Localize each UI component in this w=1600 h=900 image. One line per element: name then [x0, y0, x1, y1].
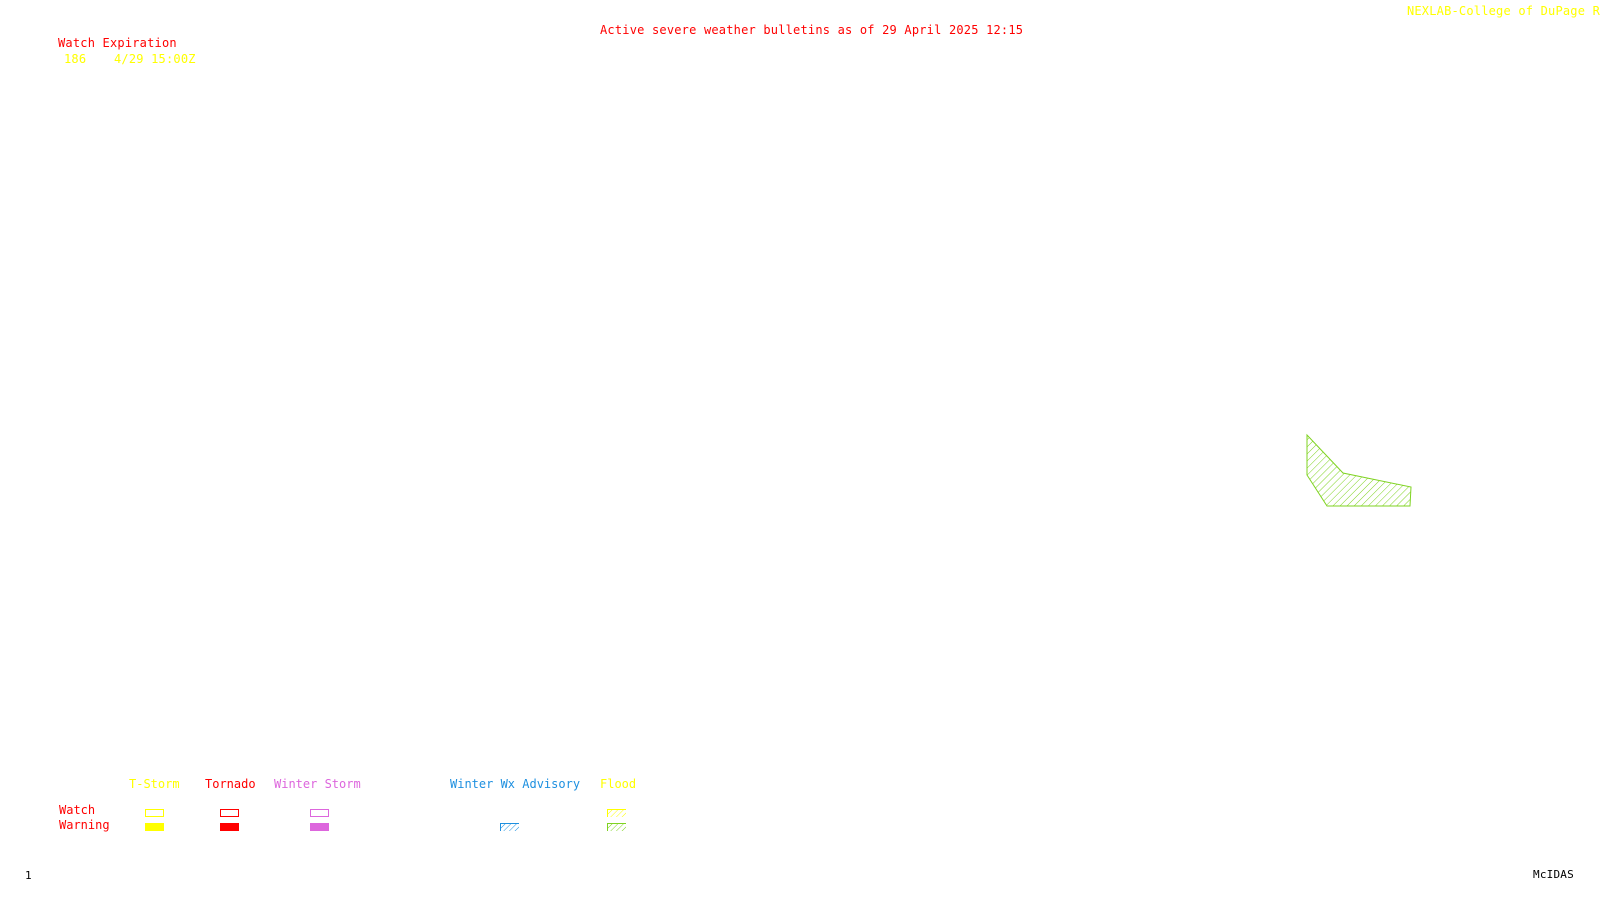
winter-storm-watch-swatch	[310, 809, 329, 817]
bulletin-title: Active severe weather bulletins as of 29…	[600, 23, 1024, 37]
winter-wx-advisory-swatch	[500, 823, 519, 831]
flood-warning-swatch	[607, 823, 626, 831]
legend-tornado-label: Tornado	[205, 777, 256, 791]
winter-storm-warning-swatch	[310, 823, 329, 831]
legend-winter-storm-label: Winter Storm	[274, 777, 361, 791]
legend-tstorm-label: T-Storm	[129, 777, 180, 791]
legend-winter-wx-advisory-label: Winter Wx Advisory	[450, 777, 581, 791]
watch-expiry-time: 4/29 15:00Z	[114, 52, 196, 66]
credit-label: NEXLAB-College of DuPage R	[1406, 4, 1600, 18]
flood-warning-area	[1306, 433, 1412, 507]
watch-expiration-label: Watch Expiration	[58, 36, 177, 50]
tstorm-warning-swatch	[145, 823, 164, 831]
tornado-watch-swatch	[220, 809, 239, 817]
legend-row-watch: Watch	[59, 803, 96, 817]
frame-number: 1	[25, 869, 32, 882]
tornado-warning-swatch	[220, 823, 239, 831]
legend-row-warning: Warning	[59, 818, 110, 832]
flood-watch-swatch	[607, 809, 626, 817]
tstorm-watch-swatch	[145, 809, 164, 817]
software-label: McIDAS	[1533, 868, 1574, 881]
watch-number: 186	[64, 52, 87, 66]
legend-flood-label: Flood	[600, 777, 637, 791]
